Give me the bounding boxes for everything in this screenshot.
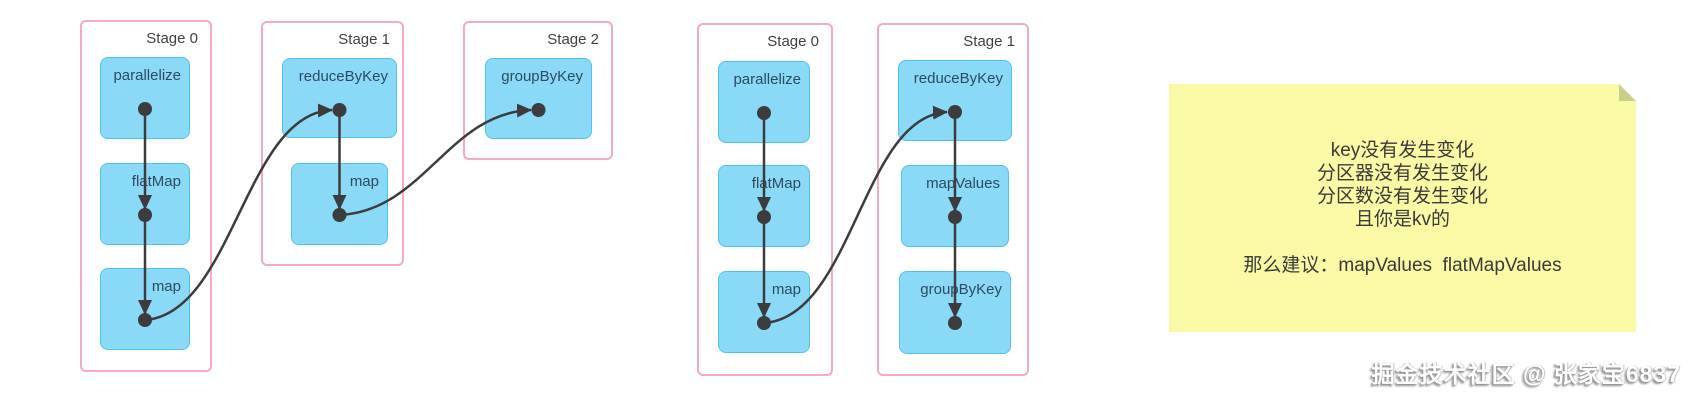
dag2-node-mapvalues-label: mapValues [926, 175, 1000, 192]
dag2-node-reducebykey: reduceByKey [898, 60, 1012, 141]
dag2-node-groupbykey-label: groupByKey [920, 281, 1002, 298]
dag2-node-reducebykey-label: reduceByKey [913, 70, 1003, 87]
dag1-node-map0-label: map [151, 278, 181, 295]
dag1-stage0-label: Stage 0 [146, 30, 198, 47]
dag1-node-flatmap: flatMap [100, 163, 190, 245]
dag1-node-map1-label: map [349, 173, 379, 190]
dag1-node-map1: map [291, 163, 388, 245]
dag2-stage1-label: Stage 1 [963, 33, 1015, 50]
note-line-3: 分区数没有发生变化 [1316, 186, 1488, 207]
dag2-node-mapvalues: mapValues [901, 165, 1009, 247]
note-line-2: 分区器没有发生变化 [1316, 163, 1488, 184]
dag2-node-flatmap: flatMap [718, 165, 810, 247]
dag2-node-map-label: map [771, 281, 801, 298]
dag1-node-reducebykey: reduceByKey [282, 58, 397, 138]
note-folded-corner-icon [1619, 84, 1636, 101]
dag1-node-parallelize: parallelize [100, 57, 190, 139]
note-line-6: 那么建议：mapValues flatMapValues [1243, 255, 1562, 276]
watermark: 掘金技术社区 @ 张家宝6837 [1371, 361, 1681, 387]
dag1-node-groupbykey-label: groupByKey [501, 68, 583, 85]
dag2-node-flatmap-label: flatMap [751, 175, 801, 192]
dag1-stage1-label: Stage 1 [338, 31, 390, 48]
dag1-node-flatmap-label: flatMap [131, 173, 181, 190]
dag1-node-groupbykey: groupByKey [485, 58, 592, 139]
dag1-stage2-label: Stage 2 [547, 31, 599, 48]
dag1-node-parallelize-label: parallelize [113, 67, 181, 84]
dag2-stage0-label: Stage 0 [767, 33, 819, 50]
dag1-node-map0: map [100, 268, 190, 350]
dag2-node-groupbykey: groupByKey [899, 271, 1011, 354]
sticky-note: key没有发生变化 分区器没有发生变化 分区数没有发生变化 且你是kv的 那么建… [1169, 84, 1636, 332]
note-line-1: key没有发生变化 [1330, 140, 1475, 161]
dag1-node-reducebykey-label: reduceByKey [298, 68, 388, 85]
dag2-node-parallelize: parallelize [718, 61, 810, 143]
dag2-node-parallelize-label: parallelize [733, 71, 801, 88]
note-line-4: 且你是kv的 [1354, 209, 1450, 230]
dag2-node-map: map [718, 271, 810, 353]
